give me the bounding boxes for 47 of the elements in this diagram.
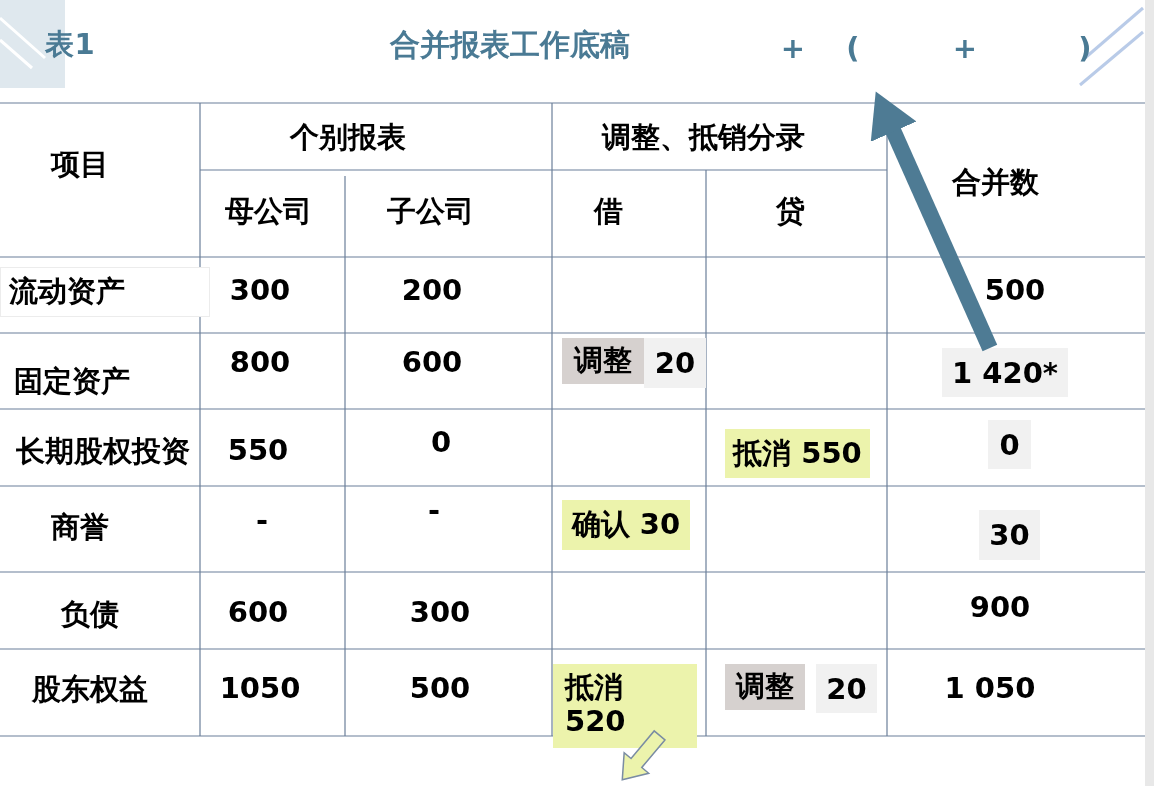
- row-heading: 项目: [51, 146, 109, 183]
- column-heading: 子公司: [386, 193, 474, 230]
- dash-mark: -: [428, 493, 440, 527]
- bracket: ): [1078, 31, 1092, 65]
- amount-text: 500: [409, 671, 471, 705]
- row-heading: 负债: [61, 596, 119, 633]
- row-heading: 商誉: [51, 509, 109, 546]
- plus-sign: +: [780, 31, 806, 65]
- row-heading: 长期股权投资: [16, 433, 190, 470]
- amount-text: 800: [229, 345, 291, 379]
- amount-text: 1050: [219, 671, 301, 705]
- amount-tag: 0: [988, 420, 1031, 469]
- amount-tag: 1 420*: [942, 348, 1068, 397]
- amount-tag: 20: [816, 664, 877, 713]
- column-heading: 借: [593, 193, 623, 230]
- row-heading-box: 流动资产: [0, 267, 210, 317]
- amount-text: 200: [401, 273, 463, 307]
- dash-mark: -: [256, 503, 268, 537]
- amount-text: 550: [227, 433, 289, 467]
- column-heading: 合并数: [951, 164, 1039, 201]
- column-heading: 母公司: [224, 193, 312, 230]
- entry-tag: 抵消 520: [553, 664, 697, 748]
- arrow: [870, 91, 998, 352]
- amount-text: 600: [401, 345, 463, 379]
- entry-tag: 确认 30: [562, 500, 690, 550]
- table-number: 表1: [45, 26, 95, 63]
- amount-text: 600: [227, 595, 289, 629]
- arrow: [621, 729, 666, 781]
- bracket: (: [846, 31, 860, 65]
- amount-tag: 30: [979, 510, 1040, 560]
- amount-text: 300: [409, 595, 471, 629]
- adjustment-tag: 调整: [725, 664, 805, 710]
- amount-text: 500: [984, 273, 1046, 307]
- entry-tag: 抵消 550: [725, 429, 870, 478]
- amount-text: 0: [430, 425, 452, 459]
- column-heading: 贷: [775, 193, 805, 230]
- adjustment-tag: 调整: [562, 338, 644, 384]
- row-heading: 固定资产: [14, 363, 130, 400]
- amount-text: 1 050: [944, 671, 1036, 705]
- column-heading: 个别报表: [290, 119, 406, 156]
- amount-text: 900: [969, 590, 1031, 624]
- amount-text: 300: [229, 273, 291, 307]
- title: 合并报表工作底稿: [390, 25, 630, 64]
- plus-sign: +: [952, 31, 978, 65]
- amount-tag: 20: [644, 338, 706, 388]
- column-heading: 调整、抵销分录: [601, 119, 805, 156]
- row-heading: 股东权益: [32, 671, 148, 708]
